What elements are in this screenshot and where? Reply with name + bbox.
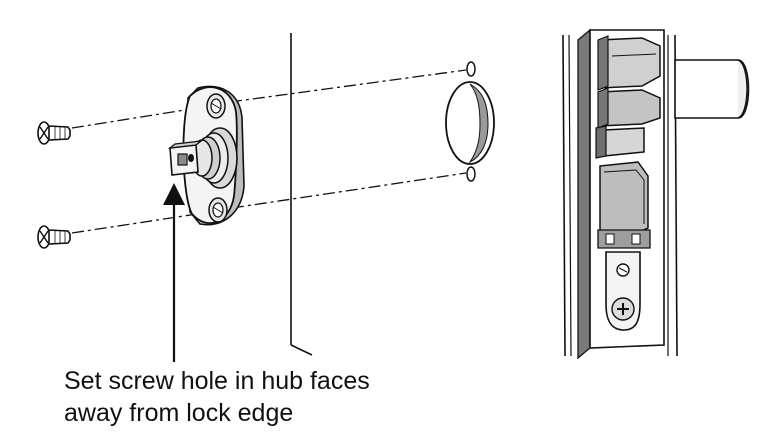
strike-plate-icon [562,28,750,360]
annotation-line-2: away from lock edge [64,399,294,427]
hub-icon [167,85,245,226]
door-edge [290,33,313,356]
screw-top-icon [37,121,71,145]
annotation-line-1: Set screw hole in hub faces [64,367,370,395]
key-cylinder-icon [605,251,641,331]
alignment-lines [71,69,467,234]
screw-bottom-icon [37,225,71,249]
door-bore-hole [445,61,495,182]
